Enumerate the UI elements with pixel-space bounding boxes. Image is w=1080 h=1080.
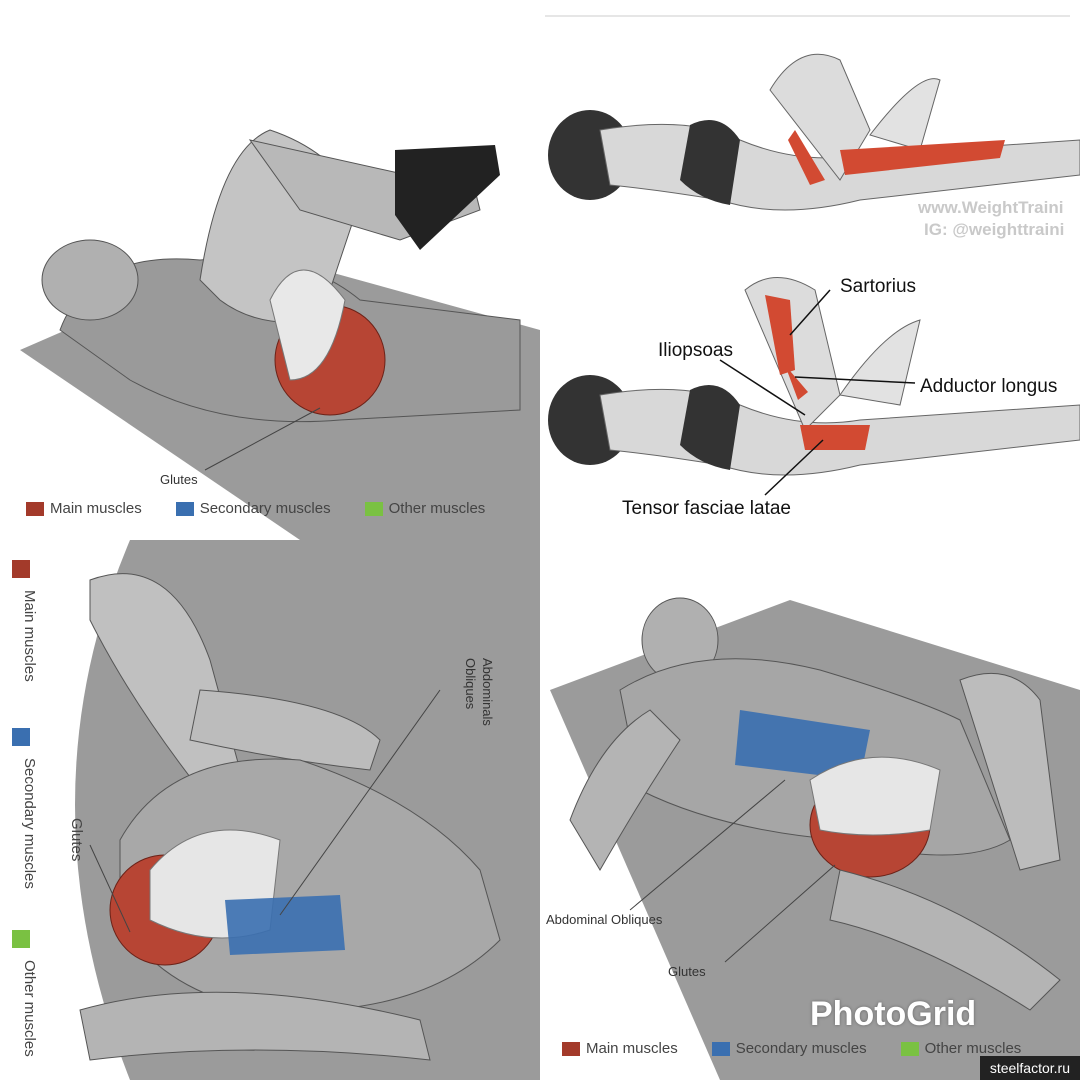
label-obliques: Obliques [463, 658, 478, 710]
legend-other-label: Other muscles [924, 1040, 1022, 1057]
legend-other: Other muscles [364, 500, 486, 517]
legend: Main muscles Secondary muscles Other mus… [26, 500, 519, 517]
legend-swatch-main [26, 501, 44, 516]
label-adductor-longus: Adductor longus [920, 376, 1058, 397]
legend-swatch-other [12, 930, 30, 948]
label-glutes: Glutes [68, 818, 85, 862]
legend-secondary: Secondary muscles [711, 1040, 867, 1057]
legend-swatch-other [900, 1041, 919, 1056]
site-watermark: steelfactor.ru [979, 1056, 1080, 1080]
legend-swatch-main [12, 560, 30, 578]
watermark-site: www.WeightTraini [918, 198, 1064, 217]
legend-secondary-label: Secondary muscles [735, 1040, 867, 1057]
legend-main-label: Main muscles [586, 1040, 678, 1057]
divider [545, 15, 1070, 17]
legend-swatch-secondary [175, 501, 194, 516]
glute-stretch-illustration-3 [550, 597, 1080, 1080]
label-glutes: Glutes [160, 472, 198, 487]
panel-bottom-left: Glutes Abdominals Obliques Main muscles … [0, 540, 540, 1080]
legend-vertical: Main muscles Secondary muscles Other mus… [10, 540, 38, 1080]
panel-top-right: www.WeightTraini IG: @weighttraini Sarto… [540, 0, 1080, 540]
legend-other-label: Other muscles [388, 500, 486, 517]
legend-secondary-label: Secondary muscles [21, 758, 38, 889]
legend-swatch-secondary [711, 1041, 730, 1056]
label-glutes: Glutes [668, 964, 706, 979]
label-abdominal-obliques: Abdominal Obliques [546, 912, 663, 927]
legend-swatch-main [562, 1041, 580, 1056]
label-sartorius: Sartorius [840, 276, 917, 297]
legend-swatch-other [364, 501, 383, 516]
legend-main-label: Main muscles [21, 590, 38, 682]
legend-other: Other muscles [900, 1040, 1022, 1057]
legend-main-label: Main muscles [50, 500, 142, 517]
legend-main: Main muscles [26, 500, 142, 517]
panel-top-left: Glutes Main muscles Secondary muscles Ot… [0, 0, 540, 540]
legend-main: Main muscles [562, 1040, 678, 1057]
label-iliopsoas: Iliopsoas [658, 340, 733, 361]
glute-stretch-illustration-1 [20, 129, 540, 540]
legend-secondary: Secondary muscles [175, 500, 331, 517]
legend-secondary-label: Secondary muscles [199, 500, 331, 517]
legend-swatch-secondary [12, 728, 30, 746]
hip-muscles-illustration [548, 53, 1080, 496]
watermark-ig: IG: @weighttraini [924, 220, 1065, 239]
legend: Main muscles Secondary muscles Other mus… [562, 1040, 1055, 1057]
legend-other-label: Other muscles [21, 960, 38, 1057]
label-tensor-fasciae-latae: Tensor fasciae latae [622, 498, 791, 519]
label-abdominals: Abdominals [480, 658, 495, 726]
photogrid-logo: PhotoGrid [810, 995, 977, 1033]
panel-bottom-right: Abdominal Obliques Glutes Main muscles S… [540, 540, 1080, 1080]
glute-stretch-illustration-2 [75, 540, 540, 1080]
